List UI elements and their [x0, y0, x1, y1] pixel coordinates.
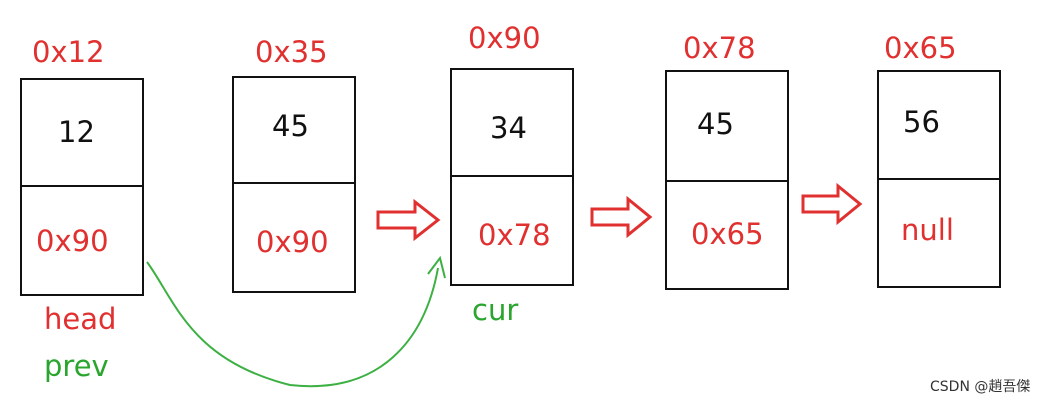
node-1: 45 0x90	[232, 76, 356, 293]
prev-label: prev	[44, 349, 109, 383]
node-2-value: 34	[490, 111, 527, 145]
node-4-next-cell: null	[879, 180, 999, 286]
watermark: CSDN @趙吾傑	[930, 379, 1031, 395]
node-2-next: 0x78	[478, 218, 551, 252]
node-4-address: 0x65	[884, 31, 957, 65]
node-0: 12 0x90	[20, 78, 144, 296]
node-1-next: 0x90	[256, 225, 329, 259]
node-3-address: 0x78	[683, 31, 756, 65]
node-4: 56 null	[877, 70, 1001, 288]
block-arrow-icon-1	[376, 198, 441, 242]
block-arrow-icon-2	[590, 195, 653, 239]
node-1-next-cell: 0x90	[234, 184, 354, 291]
node-4-next: null	[901, 213, 954, 247]
node-3-next-cell: 0x65	[667, 182, 787, 288]
node-1-value-cell: 45	[234, 78, 354, 184]
node-2-next-cell: 0x78	[452, 177, 572, 284]
node-0-next: 0x90	[36, 224, 109, 258]
cur-label: cur	[472, 293, 519, 327]
node-0-address: 0x12	[32, 35, 105, 69]
node-4-value-cell: 56	[879, 72, 999, 180]
node-4-value: 56	[903, 105, 940, 139]
curve-arrowhead-icon	[427, 255, 446, 279]
block-arrow-icon-3	[801, 182, 863, 226]
head-label: head	[44, 302, 117, 336]
node-3-value-cell: 45	[667, 72, 787, 182]
node-3-next: 0x65	[691, 217, 764, 251]
node-2: 34 0x78	[450, 68, 574, 286]
node-2-value-cell: 34	[452, 70, 572, 177]
node-1-address: 0x35	[255, 35, 328, 69]
node-2-address: 0x90	[468, 21, 541, 55]
node-0-next-cell: 0x90	[22, 187, 142, 294]
node-0-value: 12	[58, 115, 95, 149]
prev-next-curve	[146, 261, 439, 388]
node-0-value-cell: 12	[22, 80, 142, 187]
node-1-value: 45	[272, 109, 309, 143]
node-3-value: 45	[697, 107, 734, 141]
node-3: 45 0x65	[665, 70, 789, 290]
